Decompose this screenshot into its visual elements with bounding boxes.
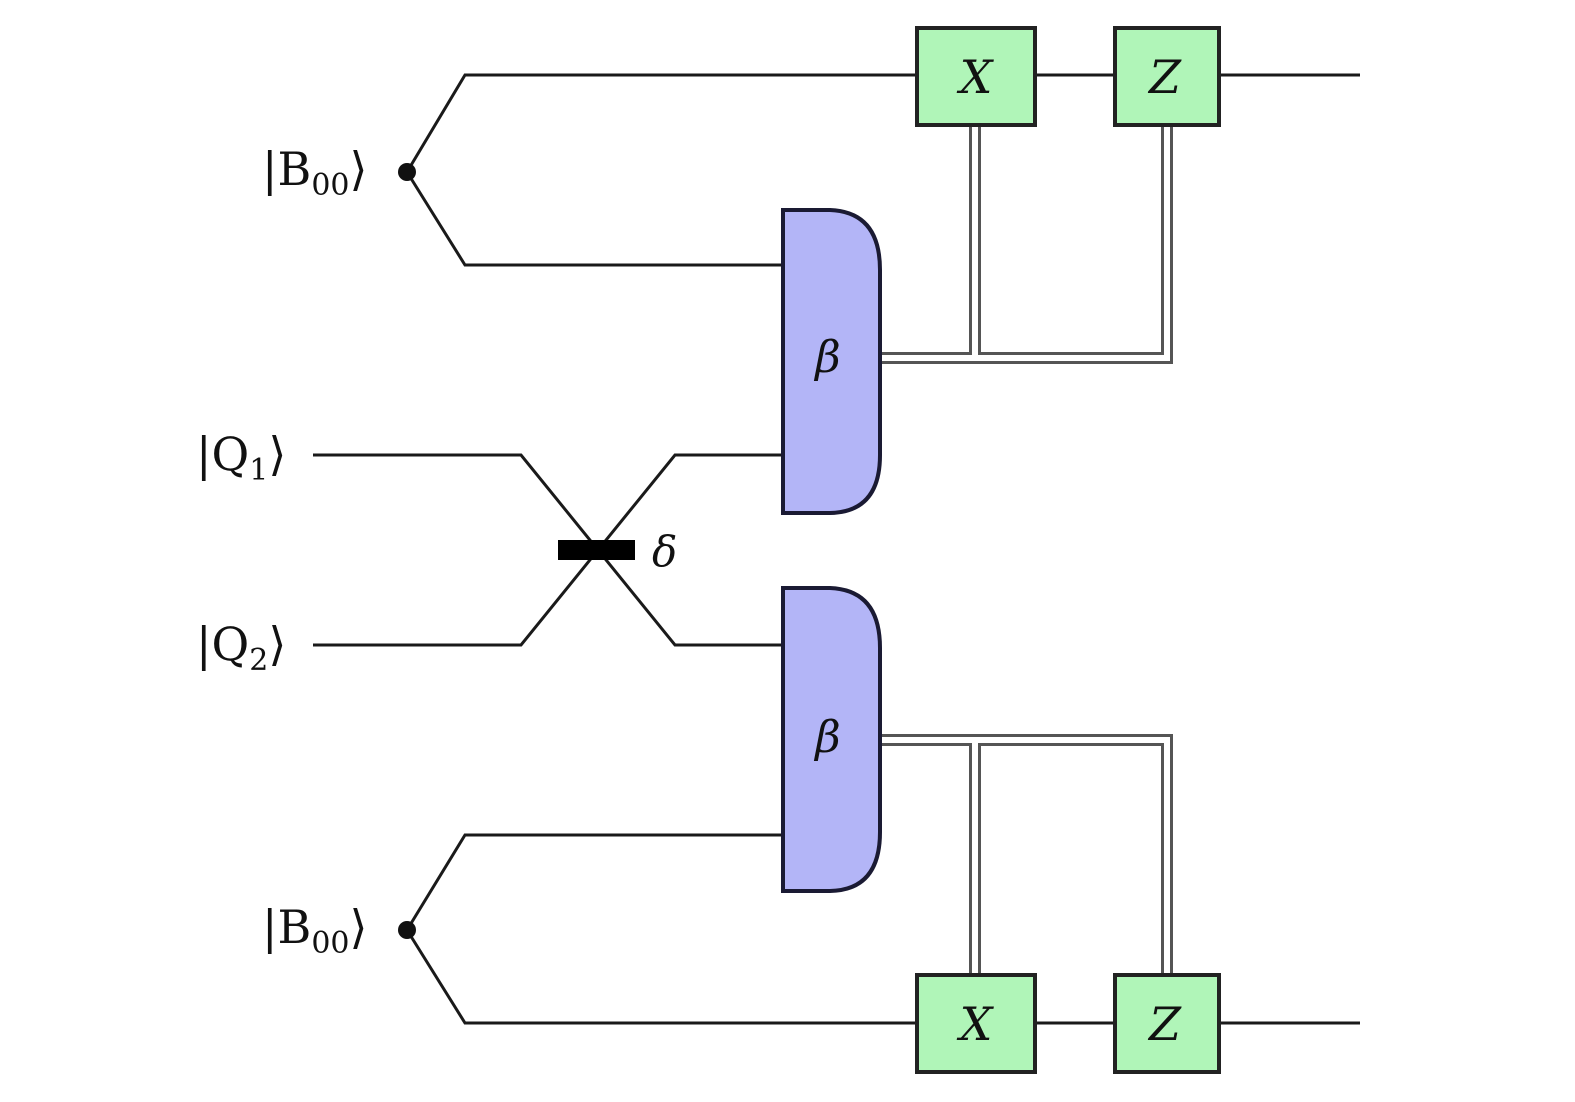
classical-wires-bottom [880,734,1173,975]
beam-splitter-label: δ [652,527,677,576]
gate-x-bottom: X [915,973,1037,1074]
input-label-bell-top: |B00⟩ [262,142,367,203]
measurement-bottom-label: β [813,712,840,763]
wire-q1 [313,453,785,647]
wire-q2 [313,453,785,647]
bell-source-dot-top [398,163,416,181]
wire-bell-top-lower [405,171,785,267]
gate-x-top: X [915,26,1037,127]
measurement-top-label: β [813,332,840,383]
gate-x-bottom-label: X [957,997,995,1051]
measurement-top: β [781,208,882,515]
gate-x-top-label: X [957,50,995,104]
wire-bell-bottom-upper [405,833,785,931]
input-label-q1: |Q1⟩ [196,427,286,488]
gate-z-bottom: Z [1113,973,1221,1074]
beam-splitter [558,540,635,560]
gate-z-bottom-label: Z [1147,997,1182,1051]
gate-z-top-label: Z [1147,50,1182,104]
wire-bell-bottom-lower [405,929,1360,1025]
bell-source-dot-bottom [398,921,416,939]
input-label-bell-bottom: |B00⟩ [262,900,367,961]
measurement-bottom: β [781,586,882,893]
wire-bell-top-upper [405,73,1360,173]
gate-z-top: Z [1113,26,1221,127]
classical-wires-top [880,125,1173,364]
input-label-q2: |Q2⟩ [196,617,286,678]
